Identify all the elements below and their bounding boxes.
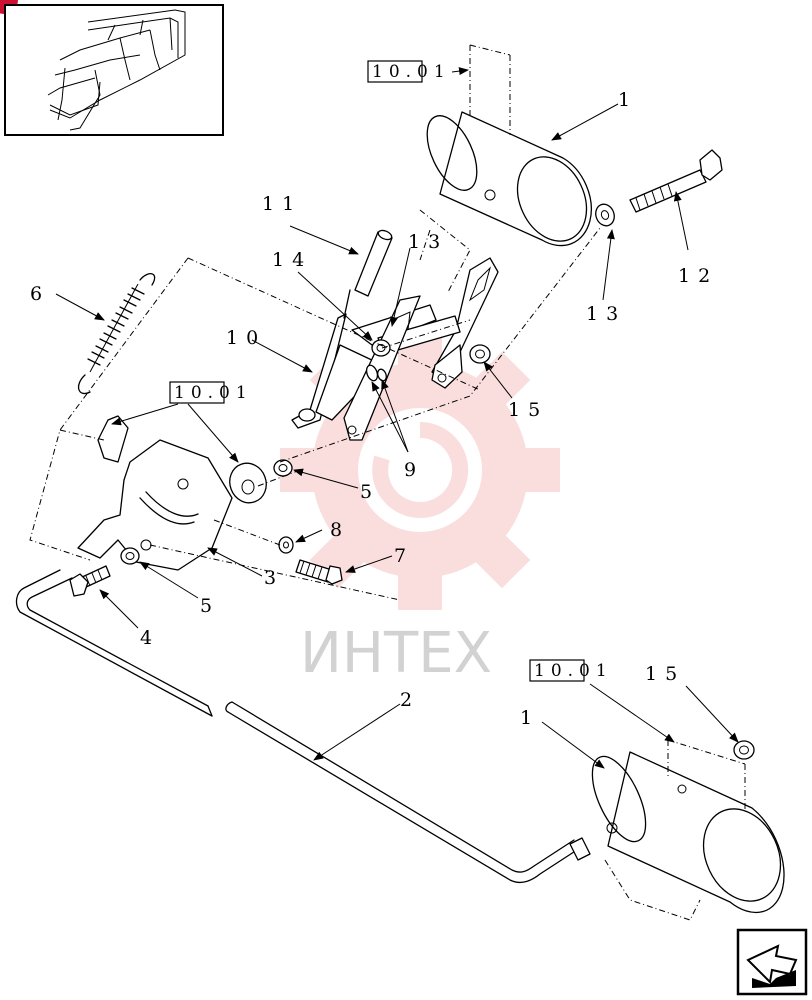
part-4-bolt <box>69 565 111 597</box>
callout-9: 9 <box>404 459 424 481</box>
part-2-rod <box>15 569 591 884</box>
callout-2: 2 <box>400 689 420 711</box>
part-5-nut-lower <box>120 547 140 565</box>
callout-10: 10 <box>226 327 266 349</box>
callout-14: 14 <box>272 249 312 271</box>
part-6-spring <box>77 273 156 395</box>
part-lever-bracket <box>343 257 499 441</box>
reference-box-top[interactable]: 10.01 <box>367 60 451 83</box>
part-12-bolt <box>629 149 723 213</box>
callout-13-a: 13 <box>408 231 448 253</box>
callout-15-a: 15 <box>508 399 548 421</box>
part-14-nut <box>371 339 391 357</box>
part-1-cylinder-top <box>419 44 592 293</box>
reference-box-bottom[interactable]: 10.01 <box>529 659 613 682</box>
part-5-nut-upper <box>273 459 293 477</box>
callout-12: 12 <box>678 265 718 287</box>
callout-5-b: 5 <box>200 595 220 617</box>
part-9-pin <box>365 364 379 382</box>
part-8-washer <box>278 536 294 554</box>
callout-6: 6 <box>30 283 50 305</box>
part-15-nut-top <box>469 344 491 364</box>
callout-11: 11 <box>262 193 302 215</box>
loader-frame-thumbnail[interactable] <box>4 4 224 136</box>
part-13-washer <box>595 203 615 227</box>
callout-7: 7 <box>394 545 414 567</box>
callout-5-a: 5 <box>360 481 380 503</box>
callout-13-b: 13 <box>586 303 626 325</box>
part-1-cylinder-bottom <box>591 739 785 921</box>
reference-label: 10.01 <box>372 62 451 82</box>
callout-1-top: 1 <box>618 89 638 111</box>
reference-box-left[interactable]: 10.01 <box>169 381 253 404</box>
watermark-text: ИНТЕХ <box>300 621 492 686</box>
part-bushing <box>229 462 267 504</box>
next-page-arrow-icon[interactable] <box>736 928 808 996</box>
part-7-bolt <box>295 559 343 585</box>
assembly-lines <box>29 227 601 601</box>
callout-labels: 1 12 13 11 13 14 10 15 6 9 5 8 7 3 5 4 2… <box>30 89 718 729</box>
part-15-nut-bottom <box>733 740 755 760</box>
reference-label: 10.01 <box>174 383 253 403</box>
callout-1-bottom: 1 <box>520 707 540 729</box>
reference-label: 10.01 <box>534 661 613 681</box>
callout-3: 3 <box>264 567 284 589</box>
callout-8: 8 <box>330 519 350 541</box>
part-11-handle-grip <box>354 229 393 297</box>
leader-lines <box>55 67 739 769</box>
callout-4: 4 <box>140 627 160 649</box>
callout-15-b: 15 <box>645 663 685 685</box>
